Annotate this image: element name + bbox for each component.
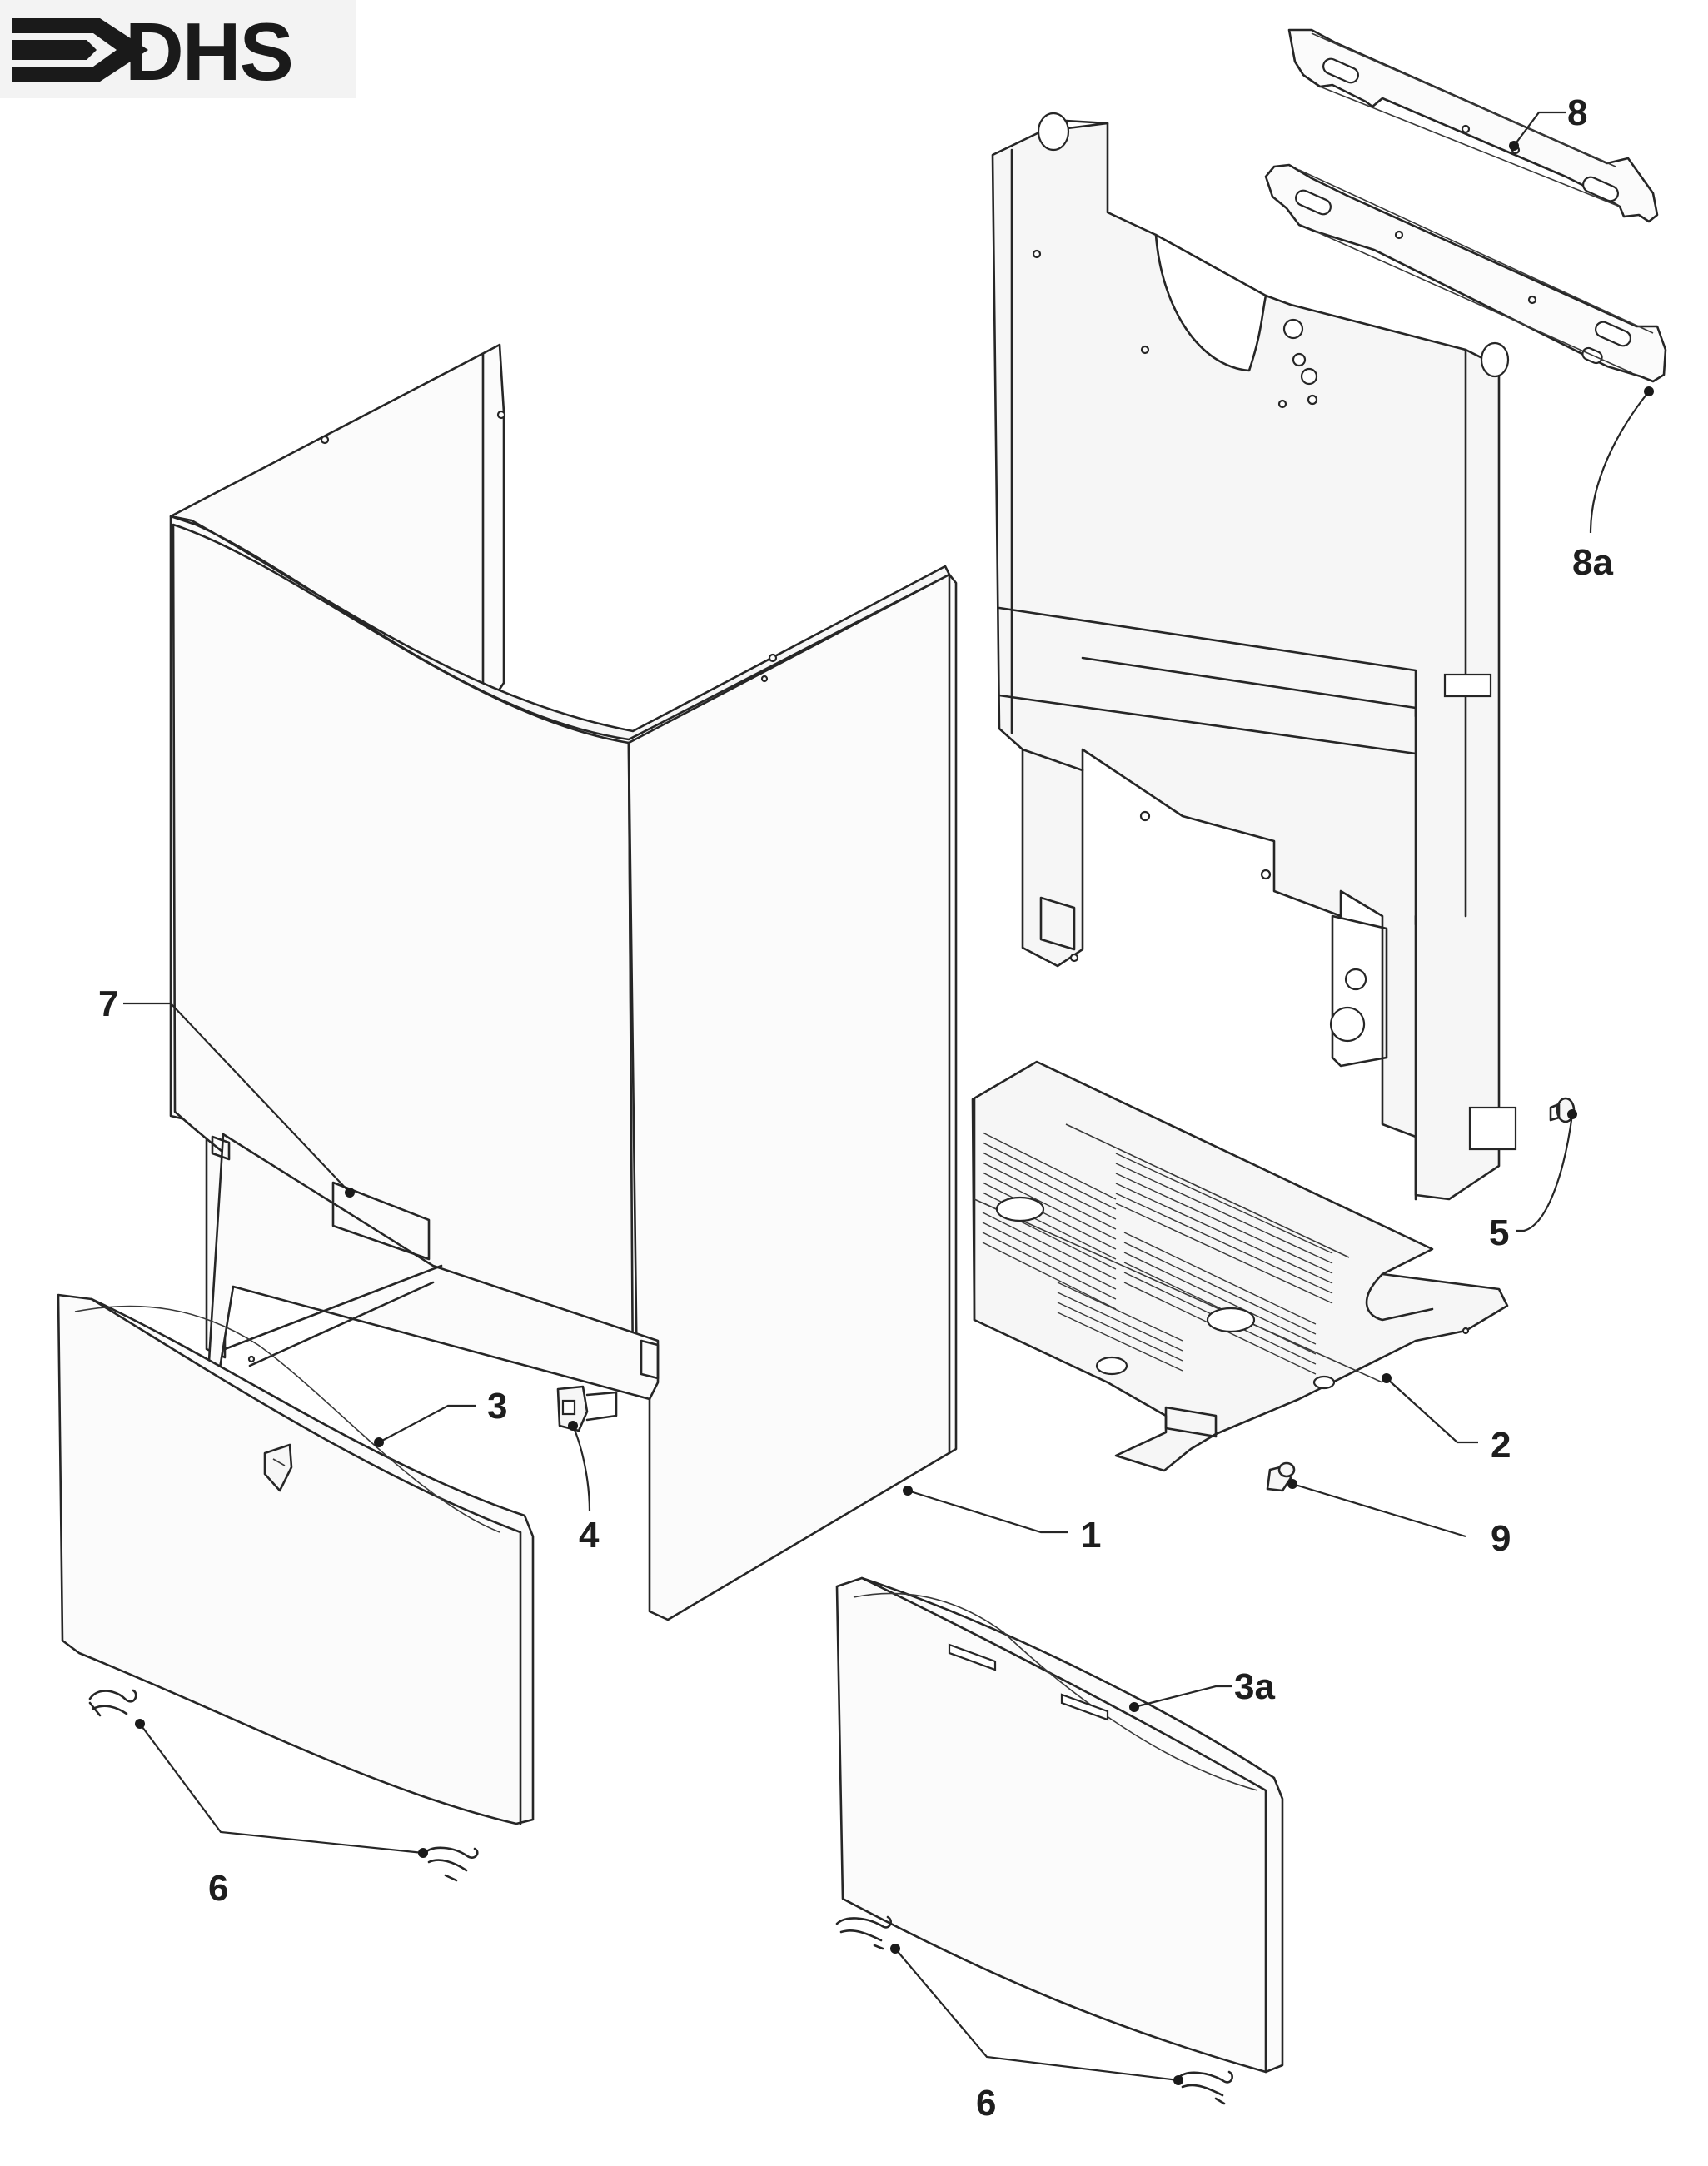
part-4-clip <box>556 1385 618 1432</box>
callout-8a: 8a <box>1572 542 1613 583</box>
part-6-spring-clip-a <box>88 1689 137 1717</box>
callout-6-right: 6 <box>976 2083 996 2124</box>
callout-1: 1 <box>1081 1515 1101 1556</box>
callout-3a: 3a <box>1234 1666 1275 1707</box>
logo-text: DHS <box>125 6 292 97</box>
part-3a-front-panel <box>835 1576 1284 2074</box>
callout-5: 5 <box>1489 1212 1509 1253</box>
part-8-wall-bracket <box>1287 28 1659 223</box>
leader-lines <box>123 111 1654 2085</box>
arrow-right-icon <box>12 18 148 82</box>
part-9-screw <box>1266 1461 1296 1492</box>
part-2-base-tray <box>971 1060 1509 1472</box>
callout-3: 3 <box>487 1386 507 1427</box>
callout-6-left: 6 <box>208 1868 228 1909</box>
callout-7: 7 <box>98 983 118 1024</box>
callout-labels: 8 8a 7 5 3 2 4 1 9 3a 6 6 <box>98 92 1613 2124</box>
part-6-spring-clip-b <box>423 1846 479 1882</box>
callout-8: 8 <box>1567 92 1587 133</box>
part-3-front-panel <box>57 1293 535 1825</box>
part-6-spring-clip-c <box>835 1915 892 1950</box>
part-6-spring-clip-d <box>1177 2070 1233 2105</box>
callout-2: 2 <box>1491 1425 1511 1466</box>
back-chassis-frame <box>991 112 1517 1201</box>
callout-9: 9 <box>1491 1518 1511 1559</box>
tray-grille <box>974 1123 1383 1383</box>
part-8a-wall-bracket <box>1264 163 1667 383</box>
part-1-main-casing <box>169 343 958 1621</box>
dhs-logo: DHS <box>0 0 356 98</box>
callout-4: 4 <box>579 1515 600 1556</box>
